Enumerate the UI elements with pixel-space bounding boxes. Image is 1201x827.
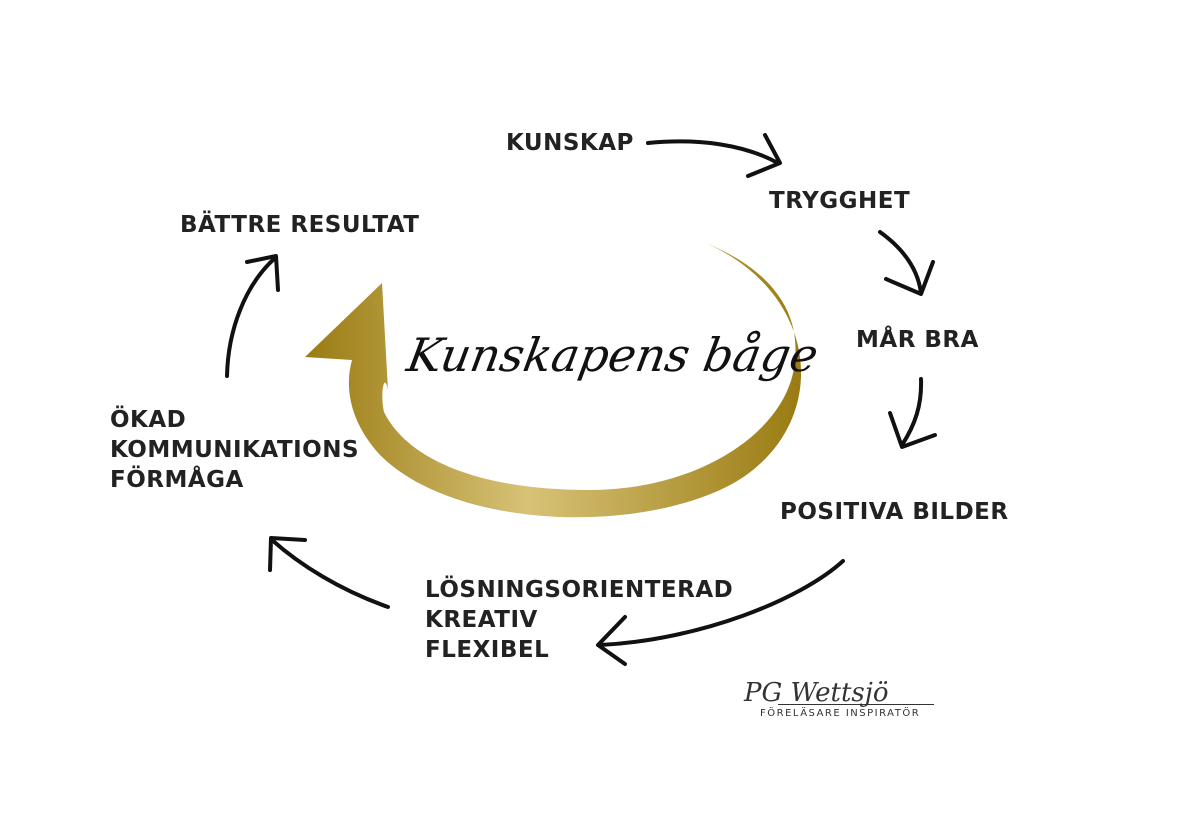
logo-divider [778,704,934,705]
node-losning-line-2: KREATIV [425,607,538,633]
node-losning-line-1: LÖSNINGSORIENTERAD [425,577,734,603]
gold-arc-arrow [305,244,802,518]
node-kunskap: KUNSKAP [506,130,634,156]
node-losning-line-3: FLEXIBEL [425,637,550,663]
logo-roles: FÖRELÄSARE INSPIRATÖR [760,708,920,719]
node-positiva-bilder: POSITIVA BILDER [780,499,1009,525]
node-battre-resultat: BÄTTRE RESULTAT [180,212,420,238]
node-kommunikation-line-1: ÖKAD [110,407,187,433]
node-trygghet: TRYGGHET [769,188,911,214]
node-kommunikation-line-3: FÖRMÅGA [110,467,244,493]
node-okad-kommunikation: ÖKAD KOMMUNIKATIONS FÖRMÅGA [110,405,359,495]
logo-role-left: FÖRELÄSARE [760,708,842,719]
arrow-marbra-positiva [888,377,937,449]
logo-name: PG Wettsjö [744,678,889,708]
arrow-kommunikation-resultat [225,254,280,378]
node-mar-bra: MÅR BRA [856,327,979,353]
arrow-kunskap-trygghet [646,133,782,178]
arrow-trygghet-marbra [878,230,935,296]
arrow-losning-kommunikation [268,536,390,609]
diagram-title: Kunskapens båge [403,328,823,382]
logo-role-right: INSPIRATÖR [845,708,921,719]
node-kommunikation-line-2: KOMMUNIKATIONS [110,437,360,463]
arrow-positiva-losning [596,559,845,666]
logo: PG Wettsjö FÖRELÄSARE INSPIRATÖR [738,678,938,728]
node-losningsorienterad: LÖSNINGSORIENTERAD KREATIV FLEXIBEL [425,575,733,665]
